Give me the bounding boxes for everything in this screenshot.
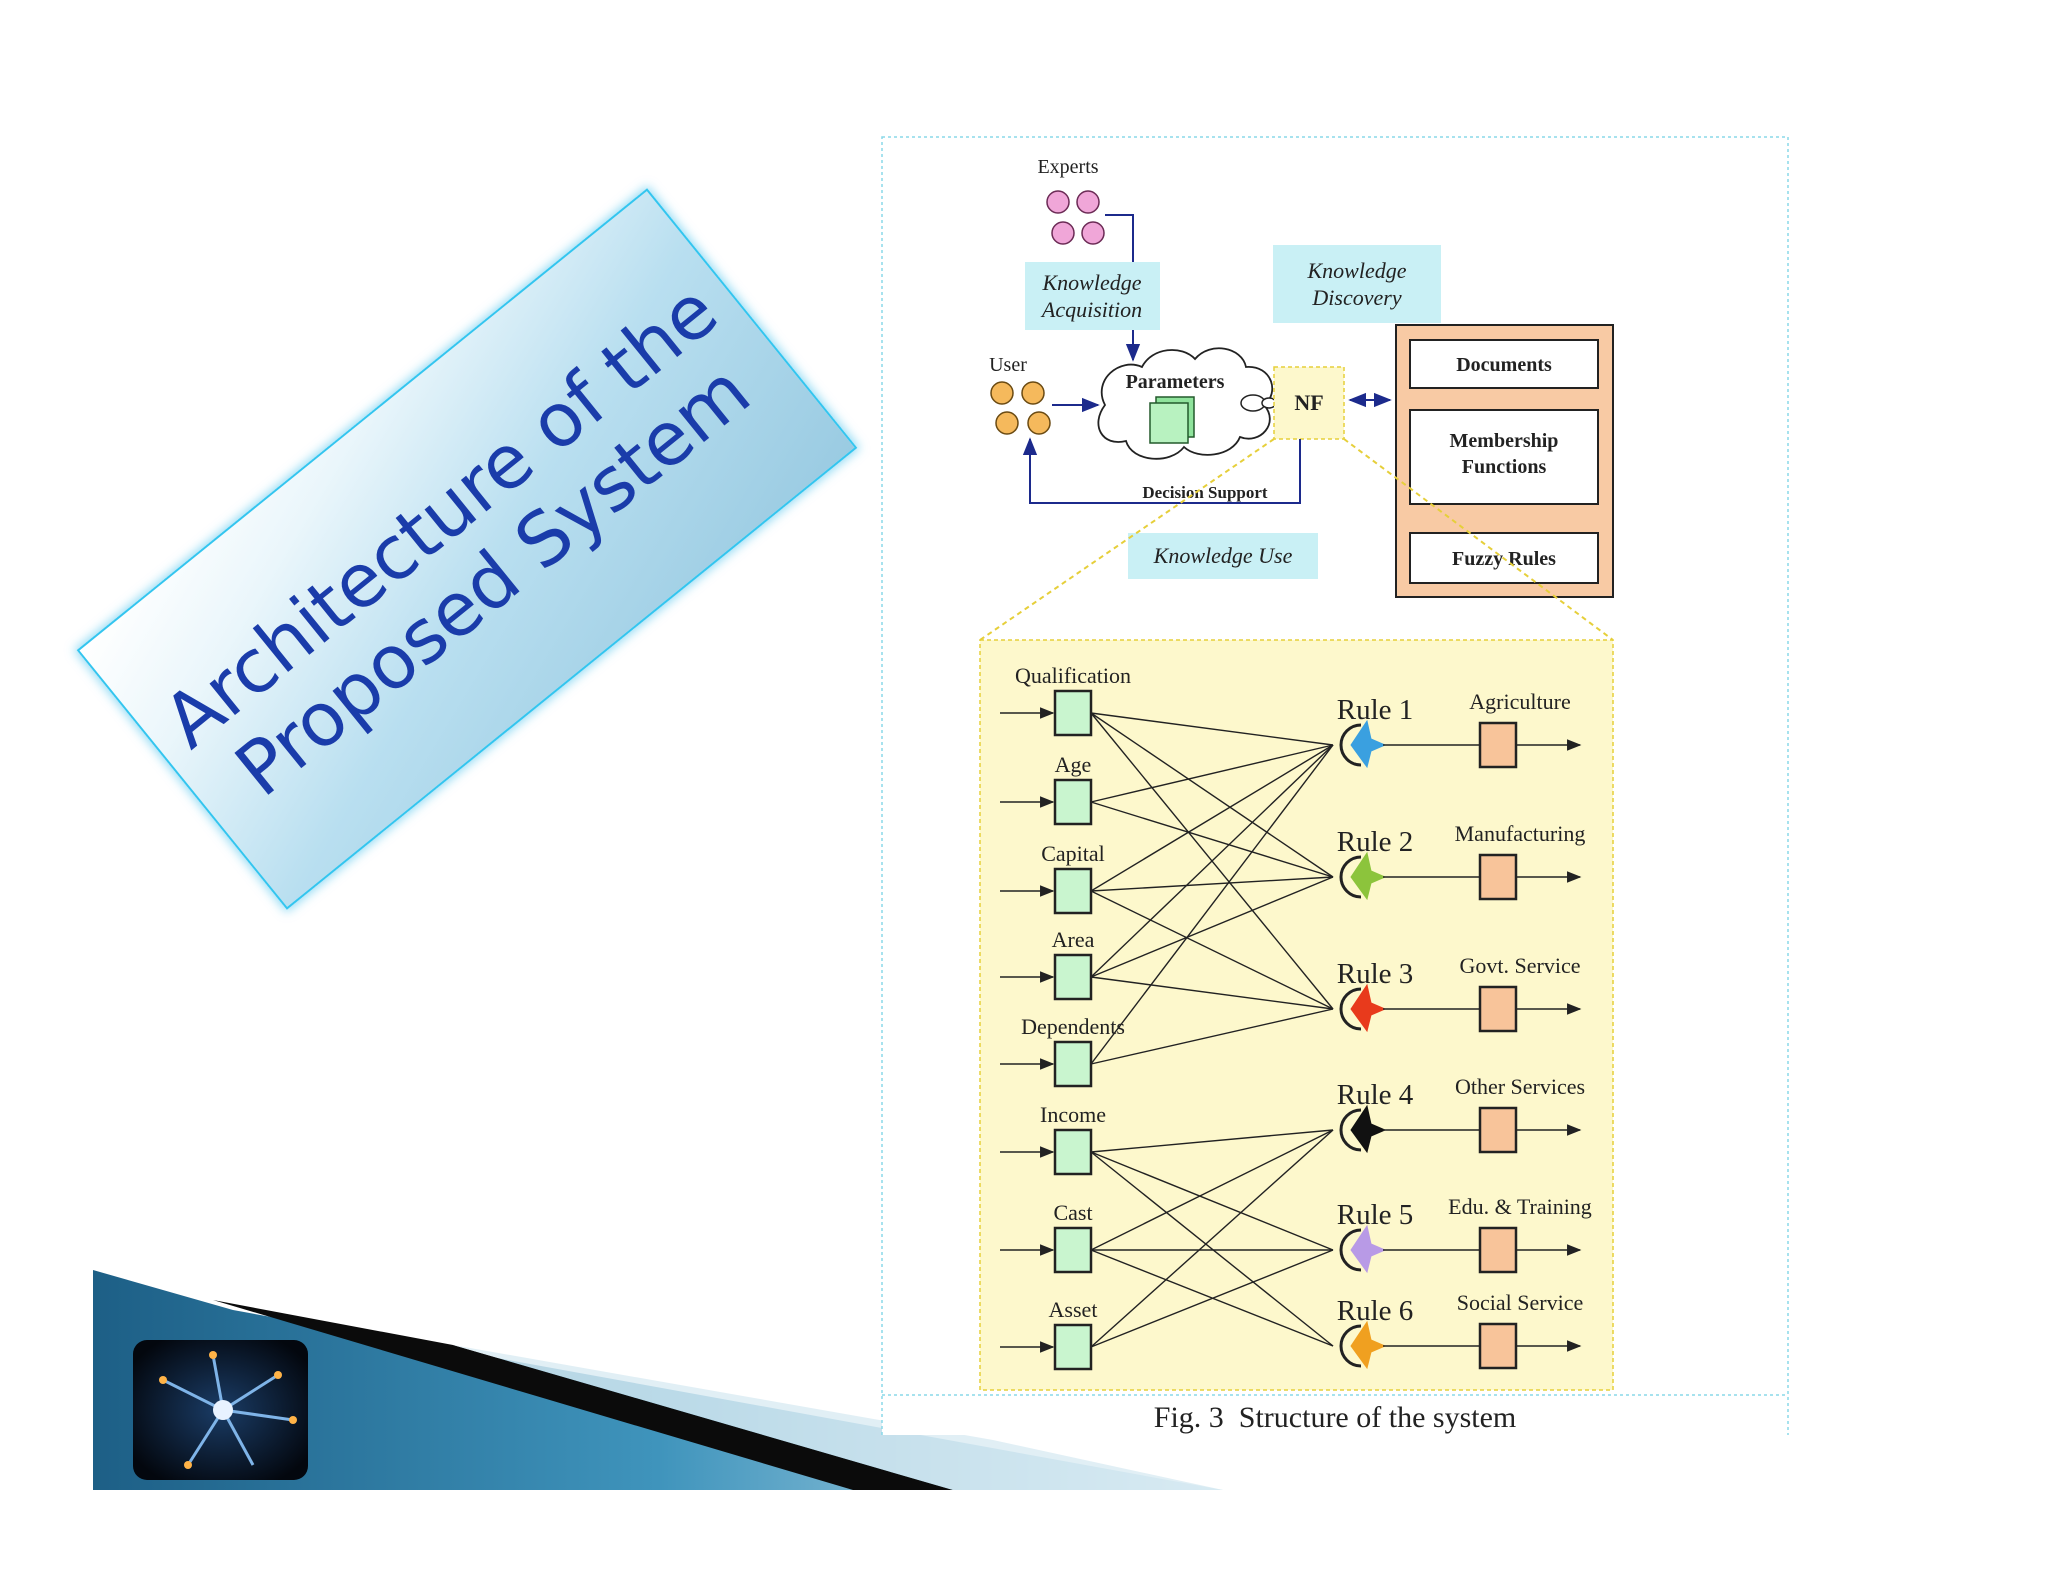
input-node (1053, 689, 1093, 737)
connection-line (1090, 712, 1334, 878)
output-label: Edu. & Training (1448, 1194, 1592, 1219)
output-label: Agriculture (1469, 689, 1570, 714)
input-node (1053, 1040, 1093, 1088)
connection-line (1090, 976, 1334, 1010)
rule-node-ring (1339, 987, 1362, 1031)
connection-line (1090, 1129, 1334, 1348)
rule-label: Rule 1 (1337, 694, 1414, 726)
rule-label: Rule 2 (1337, 826, 1414, 858)
output-label: Social Service (1457, 1290, 1583, 1315)
network-connections (1090, 712, 1334, 1348)
input-label: Capital (1041, 841, 1105, 866)
membership-label-line2: Functions (1462, 456, 1547, 478)
output-node (1478, 721, 1518, 769)
experts-icon (1046, 190, 1105, 245)
rule-node-ring (1339, 723, 1362, 767)
output-node (1478, 1106, 1518, 1154)
documents-box (1409, 339, 1599, 389)
title-banner: Architecture of the Proposed System (76, 188, 858, 910)
output-node (1478, 853, 1518, 901)
connection-line (1090, 801, 1334, 878)
rule-node-ring (1339, 1108, 1362, 1152)
input-label: Income (1040, 1102, 1106, 1127)
connection-line (1090, 712, 1334, 746)
output-node (1478, 985, 1518, 1033)
nf-box (1273, 366, 1345, 440)
connection-line (1090, 1008, 1334, 1065)
parameters-label: Parameters (1126, 371, 1225, 393)
input-node (1053, 867, 1093, 915)
input-label: Qualification (1015, 663, 1131, 688)
knowledge-discovery-box (1273, 245, 1441, 323)
input-label: Cast (1053, 1200, 1092, 1225)
rule-label: Rule 4 (1337, 1079, 1414, 1111)
membership-functions-box (1409, 409, 1599, 505)
knowledge-acquisition-line1: Knowledge (1042, 270, 1142, 295)
rule-label: Rule 3 (1337, 958, 1414, 990)
knowledge-acquisition-box (1025, 262, 1160, 330)
connection-line (1090, 744, 1334, 1065)
connection-line (1090, 890, 1334, 1010)
knowledge-use-label: Knowledge Use (1153, 543, 1293, 568)
input-node (1053, 1226, 1093, 1274)
knowledge-use-box (1128, 533, 1318, 579)
decorative-corner (93, 1270, 1223, 1490)
output-label: Govt. Service (1460, 953, 1581, 978)
system-structure-figure: Experts Knowledge Acquisition Knowledge … (881, 136, 1789, 1435)
input-node (1053, 1323, 1093, 1371)
rule-nodes: Rule 1 Rule 2 Rule 3 Rule 4 Rule 5 Rule 6 (1337, 694, 1480, 1370)
input-nodes: QualificationAgeCapitalAreaDependentsInc… (1000, 663, 1131, 1371)
documents-label: Documents (1456, 354, 1552, 376)
connection-line (1090, 744, 1334, 892)
knowledge-discovery-line1: Knowledge (1307, 258, 1407, 283)
rule-node-ring (1339, 1228, 1362, 1272)
membership-label-line1: Membership (1450, 430, 1559, 452)
connection-line (1090, 744, 1334, 803)
knowledge-acquisition-line2: Acquisition (1040, 297, 1142, 322)
rule-node-ring (1339, 1324, 1362, 1368)
nf-label: NF (1294, 390, 1323, 415)
output-node (1478, 1322, 1518, 1370)
input-node (1053, 953, 1093, 1001)
rule-label: Rule 6 (1337, 1295, 1414, 1327)
users-icon (990, 381, 1051, 435)
input-node (1053, 778, 1093, 826)
experts-label: Experts (1037, 156, 1098, 178)
neuron-image (133, 1340, 308, 1480)
knowledge-discovery-line2: Discovery (1311, 285, 1401, 310)
connection-line (1090, 1249, 1334, 1348)
output-node (1478, 1226, 1518, 1274)
parameters-doc-icon (1149, 396, 1195, 444)
connection-line (1090, 744, 1334, 978)
connection-line (1090, 876, 1334, 978)
output-label: Manufacturing (1455, 821, 1586, 846)
decision-support-label: Decision Support (1142, 483, 1267, 502)
rule-label: Rule 5 (1337, 1199, 1414, 1231)
figure-caption: Fig. 3 Structure of the system (1154, 1401, 1516, 1434)
input-label: Area (1052, 927, 1095, 952)
slide-title-line1: Architecture of the (148, 268, 734, 765)
input-label: Dependents (1021, 1014, 1125, 1039)
connection-line (1090, 876, 1334, 892)
input-label: Asset (1049, 1297, 1098, 1322)
output-label: Other Services (1455, 1074, 1585, 1099)
user-label: User (989, 354, 1027, 376)
input-label: Age (1055, 752, 1092, 777)
input-node (1053, 1128, 1093, 1176)
connection-line (1090, 1151, 1334, 1347)
connection-line (1090, 1129, 1334, 1251)
connection-line (1090, 1151, 1334, 1251)
rule-node-ring (1339, 855, 1362, 899)
connection-line (1090, 1129, 1334, 1153)
